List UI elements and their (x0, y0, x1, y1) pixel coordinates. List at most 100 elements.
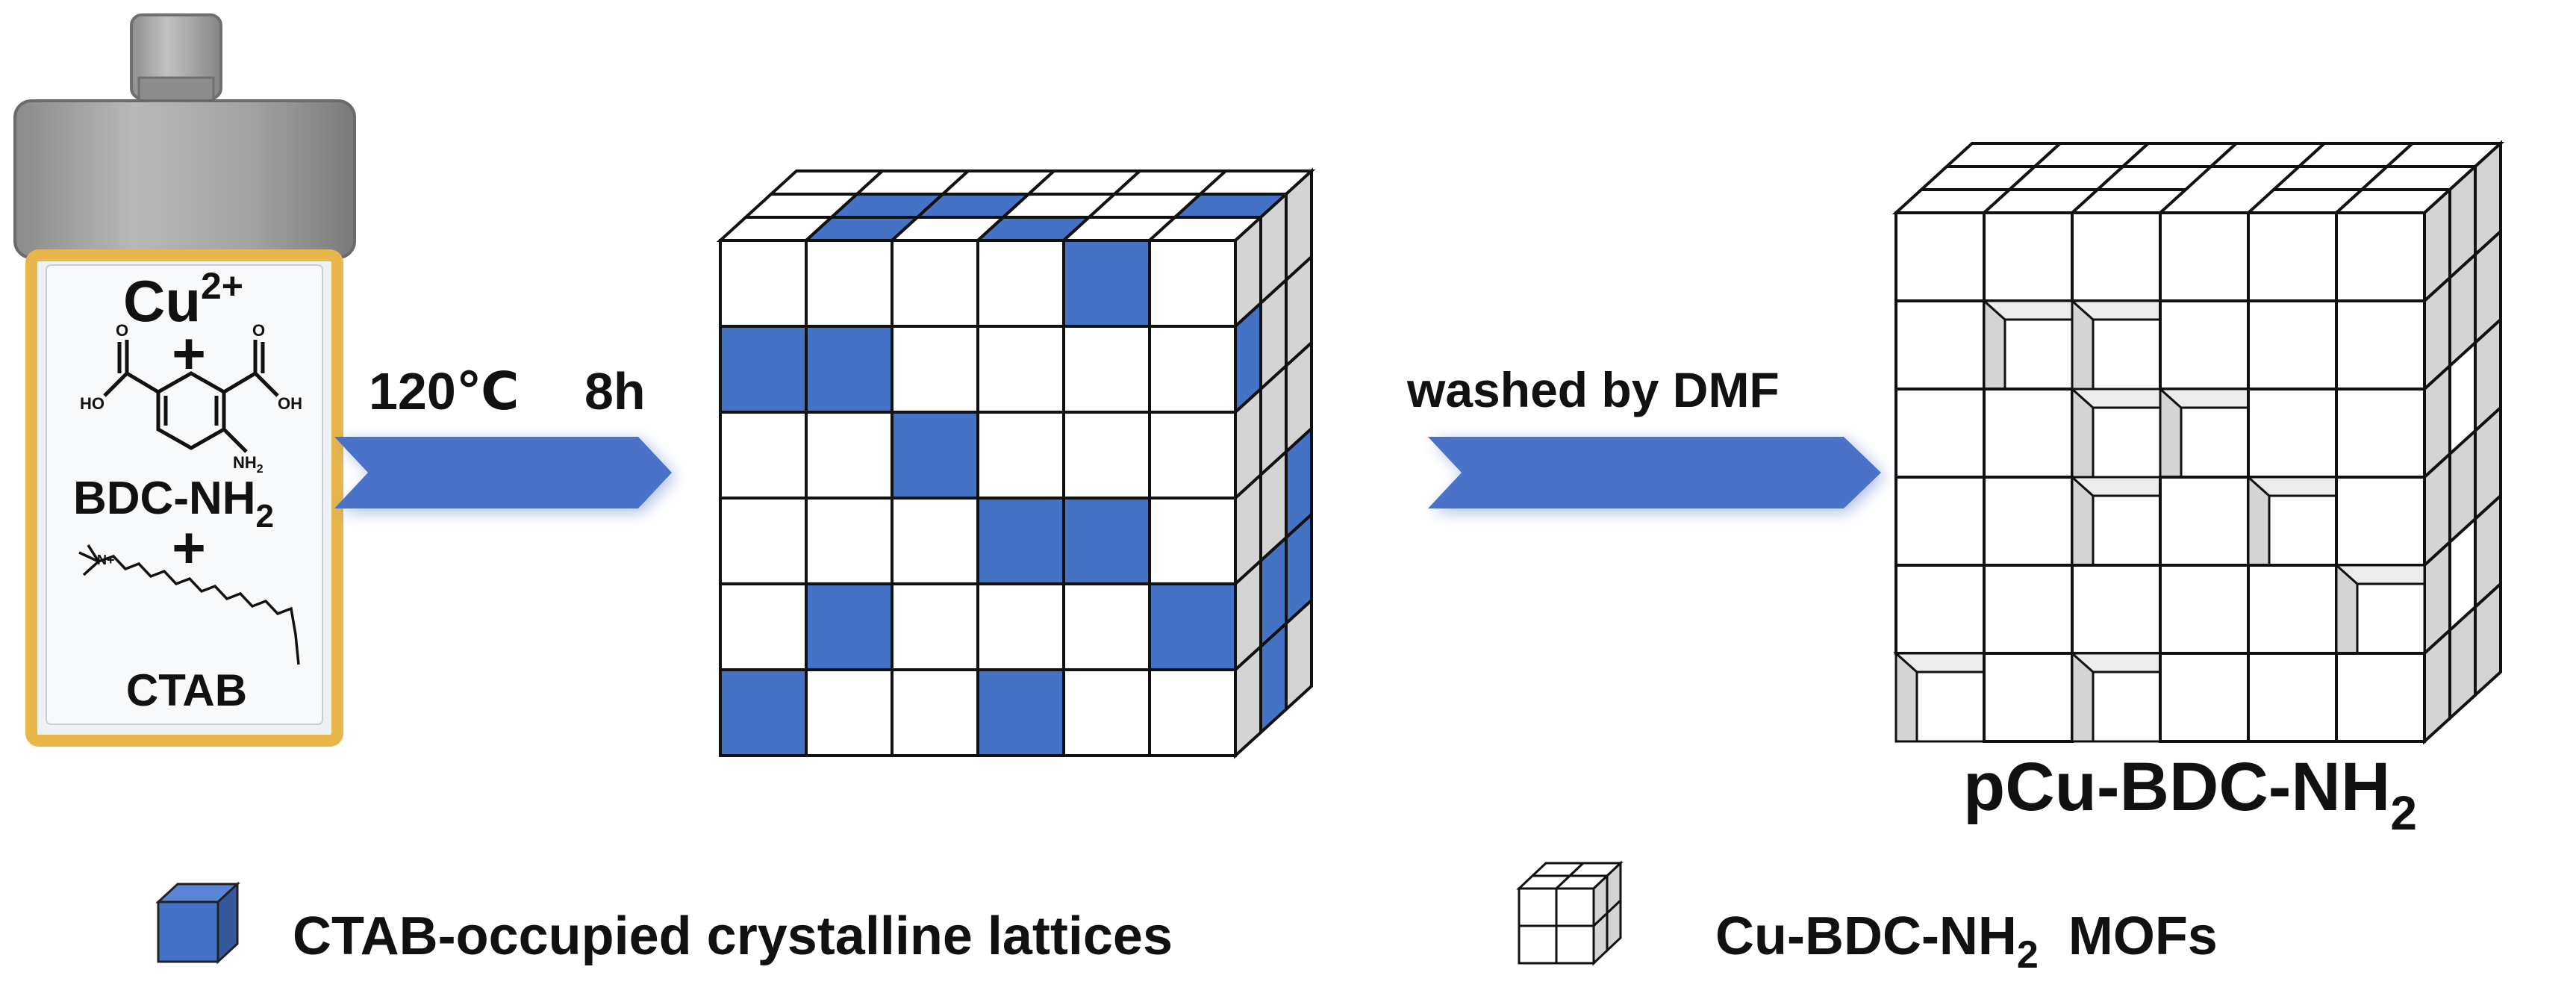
legend-mof-front (1555, 924, 1595, 965)
occupied-lattice-cell (976, 668, 1065, 757)
linker-label: BDC-NH2 (73, 473, 274, 535)
mof-cell (2335, 388, 2426, 479)
legend-mof-front (1555, 887, 1595, 927)
pore-back-cell (2356, 582, 2426, 655)
surfactant-label: CTAB (126, 665, 247, 715)
legend-mof-cube-icon (1516, 860, 1624, 966)
step1-time: 8h (584, 362, 646, 420)
lattice-cell (719, 582, 808, 671)
lattice-cell (805, 668, 894, 757)
mof-cell (1894, 299, 1986, 391)
pore-back-cell (2092, 318, 2162, 391)
porous-mof-cube (1892, 140, 2505, 745)
occupied-lattice-cell (1062, 239, 1151, 328)
step2-arrow (1428, 437, 1885, 512)
lattice-cell (1062, 325, 1151, 414)
lattice-cell (1148, 239, 1237, 328)
mof-cell (2159, 476, 2250, 567)
occupied-lattice-cell (1148, 582, 1237, 671)
lattice-cell (891, 239, 979, 328)
lattice-cell (976, 325, 1065, 414)
mof-cell (2159, 299, 2250, 391)
lattice-cell (976, 239, 1065, 328)
mof-cell (2247, 299, 2338, 391)
occupied-lattice-cell (976, 497, 1065, 585)
mof-cell (2159, 652, 2250, 743)
mof-cell (2159, 211, 2250, 302)
pore-back-cell (2092, 670, 2162, 743)
pore-back-cell (2180, 406, 2250, 479)
ctab-templated-cube (716, 167, 1316, 759)
mof-cell (1983, 211, 2074, 302)
lattice-cell (719, 239, 808, 328)
vial-inner (46, 264, 323, 725)
product-label: pCu-BDC-NH2 (1963, 749, 2417, 840)
lattice-cell (1062, 668, 1151, 757)
occupied-lattice-cell (891, 411, 979, 500)
occupied-lattice-cell (805, 325, 894, 414)
lattice-cell (891, 497, 979, 585)
mof-cell (2247, 564, 2338, 655)
bdc-nh2-structure (103, 340, 279, 453)
step1-arrow (334, 437, 676, 512)
pore-back-cell (2003, 318, 2074, 391)
mof-cell (2247, 652, 2338, 743)
lattice-cell (891, 668, 979, 757)
lattice-cell (891, 582, 979, 671)
vial-cap-collar (137, 76, 215, 105)
mof-cell (2159, 564, 2250, 655)
lattice-cell (1148, 497, 1237, 585)
legend-mof-front (1518, 887, 1558, 927)
legend-blue-cube-icon (155, 881, 240, 965)
occupied-lattice-cell (719, 668, 808, 757)
ctab-structure (78, 544, 300, 665)
occupied-lattice-cell (805, 582, 894, 671)
mof-cell (1894, 388, 1986, 479)
mof-cell (2247, 388, 2338, 479)
metal-ion-label: Cu2+ (123, 265, 243, 334)
occupied-lattice-cell (1062, 497, 1151, 585)
pore-back-cell (2268, 494, 2338, 567)
mof-cell (2335, 211, 2426, 302)
mof-cell (2071, 564, 2162, 655)
mof-cell (1983, 388, 2074, 479)
lattice-cell (805, 411, 894, 500)
mof-cell (2335, 476, 2426, 567)
step1-temperature: 120℃ (369, 362, 520, 420)
pore-back-cell (2092, 406, 2162, 479)
carboxyl-oh-label: OH (278, 394, 302, 413)
reaction-vial: Cu2+ + O O HO OH NH2 BDC-NH2 + (13, 13, 356, 747)
legend-occupied-label: CTAB-occupied crystalline lattices (293, 906, 1173, 966)
lattice-cell (1148, 668, 1237, 757)
lattice-cell (719, 411, 808, 500)
ctab-head-label: N+ (97, 553, 115, 567)
lattice-cell (976, 582, 1065, 671)
plus-sign-2: + (172, 514, 206, 580)
lattice-cell (1062, 582, 1151, 671)
mof-cell (2247, 211, 2338, 302)
lattice-cell (805, 239, 894, 328)
side-cell (2448, 603, 2477, 722)
vial-cap (13, 99, 356, 259)
mof-cell (1983, 652, 2074, 743)
lattice-cell (805, 497, 894, 585)
occupied-lattice-cell (719, 325, 808, 414)
mof-cell (2071, 211, 2162, 302)
lattice-cell (1148, 411, 1237, 500)
mof-cell (1983, 564, 2074, 655)
pore-back-cell (2092, 494, 2162, 567)
lattice-cell (1148, 325, 1237, 414)
lattice-cell (891, 325, 979, 414)
mof-cell (1983, 476, 2074, 567)
legend-blue-front (157, 900, 219, 963)
legend-mof-front (1518, 924, 1558, 965)
mof-cell (1894, 211, 1986, 302)
carbonyl-o-left: O (116, 321, 128, 340)
mof-cell (1894, 564, 1986, 655)
pore-back-cell (1915, 670, 1986, 743)
mof-cell (2335, 299, 2426, 391)
side-cell (2448, 427, 2477, 546)
carbonyl-o-right: O (252, 321, 265, 340)
